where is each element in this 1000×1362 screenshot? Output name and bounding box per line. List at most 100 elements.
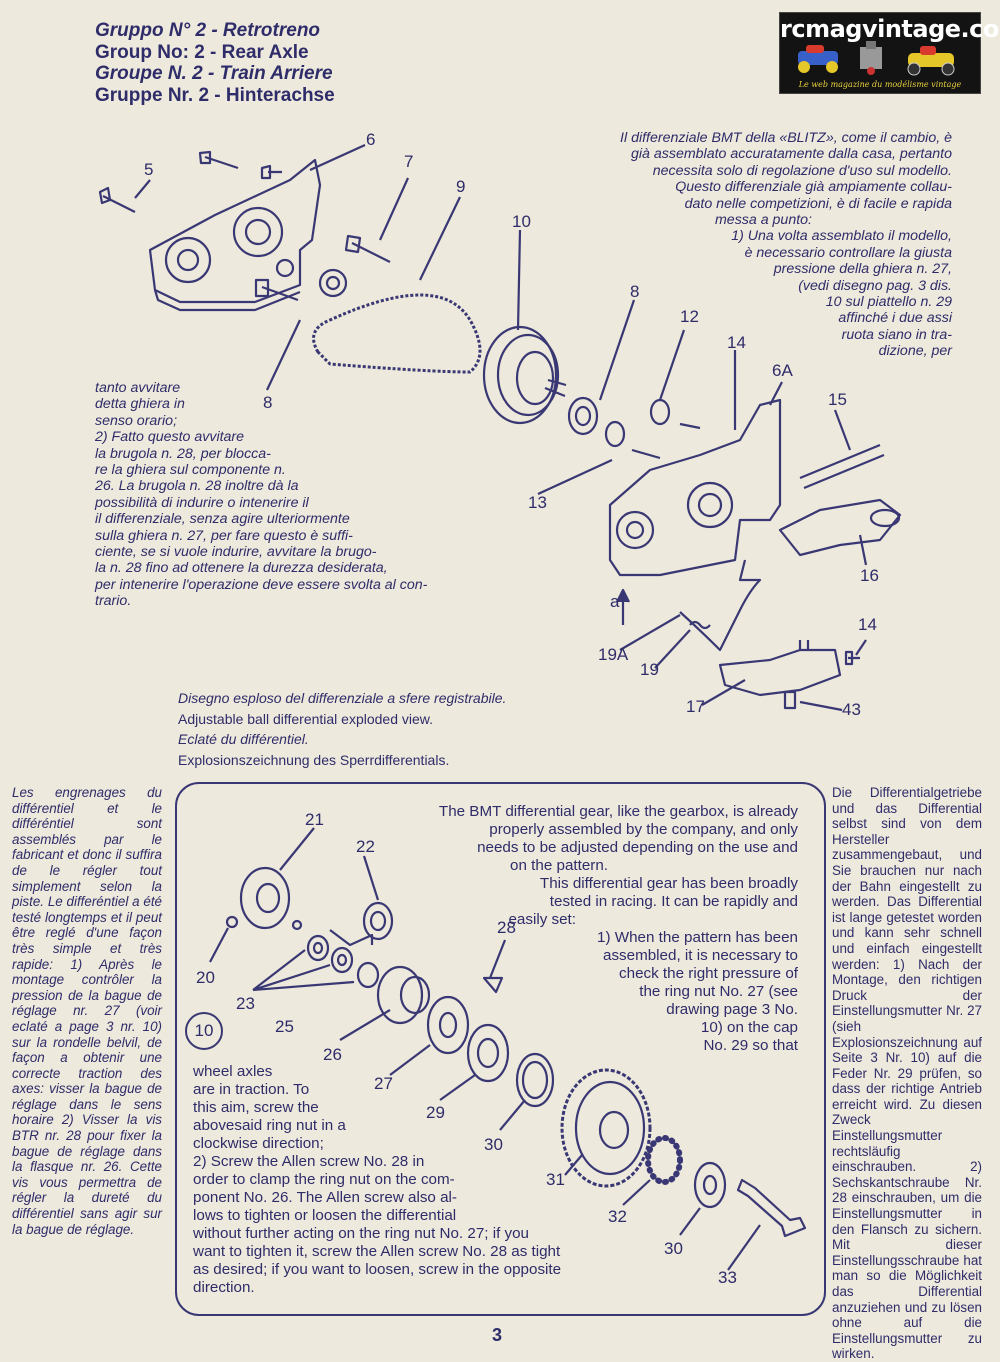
text-line: drawing page 3 No. [666,1001,798,1018]
text-line: il differenziale, senza agire ulteriorme… [95,511,350,528]
english-text-bottom: wheel axles are in traction. To this aim… [193,1063,633,1297]
text-line: Questo differenziale già ampiamente coll… [675,179,952,196]
part-label: 6 [366,130,376,149]
text-line: ciente, se si vuole indurire, avvitare l… [95,544,377,561]
text-line: la brugola n. 28, per blocca- [95,445,271,462]
text-line: re la ghiera sul componente n. [95,462,286,479]
text-line: già assemblato accuratamente dalla casa,… [631,146,952,163]
part-label: 16 [860,566,879,585]
part-label: 22 [356,837,375,856]
italian-text-top: Il differenziale BMT della «BLITZ», come… [540,130,952,360]
text-line: necessita solo di regolazione d'uso sul … [652,162,952,179]
site-logo[interactable]: rcmagvintage.com Le web magazine du modé… [779,12,1000,94]
differential-instruction-box [175,782,826,1316]
text-line: ponent No. 26. The Allen screw also al- [193,1189,457,1206]
text-line: 10) on the cap [700,1019,798,1036]
part-label: 27 [374,1074,393,1093]
part-label: 8 [263,393,273,412]
text-line: without further acting on the ring nut N… [193,1225,530,1242]
caption-de: Explosionszeichnung des Sperrdifferentia… [178,751,450,768]
text-line: dato nelle competizioni, è di facile e r… [684,195,952,212]
part-label: 14 [727,333,746,352]
text-line: sulla ghiera n. 27, per fare questo è su… [95,527,353,544]
text-line: è necessario controllare la giusta [744,244,952,261]
text-line: the ring nut No. 27 (see [639,983,798,1000]
text-line: 26. La brugola n. 28 inoltre dà la [95,478,299,495]
title-en: Group No: 2 - Rear Axle [95,41,309,63]
text-line: possibilità di indurire o intenerire il [95,494,309,511]
caption-it: Disegno esploso del differenziale a sfer… [178,690,507,706]
text-line: on the pattern. [510,857,608,874]
text-line: tanto avvitare [95,380,181,396]
part-label: 12 [680,307,699,326]
text-line: detta ghiera in [95,396,185,413]
text-line: lows to tighten or loosen the differenti… [193,1207,457,1224]
section-titles: Gruppo N° 2 - Retrotreno Group No: 2 - R… [95,20,335,106]
title-fr: Groupe N. 2 - Train Arriere [95,63,333,84]
text-line: 2) Screw the Allen screw No. 28 in [193,1153,425,1170]
text-line: properly assembled by the company, and o… [489,821,798,838]
caption-en: Adjustable ball differential exploded vi… [178,710,434,727]
part-label: 6A [772,361,793,380]
logo-title: rcmagvintage.com [780,15,1000,43]
text-line: direction. [193,1279,255,1296]
part-label: 26 [323,1045,342,1064]
title-it: Gruppo N° 2 - Retrotreno [95,20,321,41]
text-line: affinché i due assi [838,310,952,327]
page-number: 3 [492,1325,503,1345]
text-line: ruota siano in tra- [841,326,952,343]
part-label: 7 [404,152,414,171]
text-line: per intenerire l'operazione deve essere … [95,576,428,593]
text-line: senso orario; [95,412,178,429]
french-text: Les engrenages du différentiel et le dif… [12,785,162,1237]
text-line: as desired; if you want to loosen, screw… [193,1261,562,1278]
part-label: 21 [305,810,324,829]
part-label: a [610,592,620,611]
part-label: 30 [484,1135,503,1154]
part-label: 28 [497,918,516,937]
text-line: order to clamp the ring nut on the com- [193,1171,455,1188]
italian-text-continued: tanto avvitare detta ghiera in senso ora… [95,380,485,610]
part-label: 19 [640,660,659,679]
text-line: The BMT differential gear, like the gear… [438,803,798,820]
text-line: easily set: [508,911,576,928]
text-line: messa a punto: [714,212,812,229]
text-line: No. 29 so that [703,1037,798,1054]
part-label: 29 [426,1103,445,1122]
text-line: 1) When the pattern has been [597,929,798,946]
text-line: Il differenziale BMT della «BLITZ», come… [620,130,952,146]
title-de: Gruppe Nr. 2 - Hinterachse [95,84,335,106]
part-label: 8 [630,282,640,301]
text-line: check the right pressure of [619,965,798,982]
part-label: 33 [718,1268,737,1287]
figure-number: 10 [185,1012,223,1050]
text-line: want to tighten it, screw the Allen scre… [193,1243,561,1260]
part-label: 14 [858,615,877,634]
text-line: 1) Una volta assemblato il modello, [731,228,952,245]
text-line: This differential gear has been broadly [539,875,798,892]
part-label: 25 [275,1017,294,1036]
part-label: 23 [236,994,255,1013]
text-line: assembled, it is necessary to [603,947,798,964]
text-line: pressione della ghiera n. 27, [773,261,952,278]
text-line: wheel axles [193,1063,273,1080]
part-label: 19A [598,645,629,664]
text-line: are in traction. To [193,1081,310,1098]
text-line: needs to be adjusted depending on the us… [477,839,798,856]
part-label: 17 [686,697,705,716]
part-label: 30 [664,1239,683,1258]
figure-caption: Disegno esploso del differenziale a sfer… [178,688,506,770]
text-line: 10 sul piattello n. 29 [825,294,952,311]
text-line: la n. 28 fino ad ottenere la durezza des… [95,560,388,577]
text-line: this aim, screw the [193,1099,319,1116]
text-line: clockwise direction; [193,1135,324,1152]
logo-subtitle: Le web magazine du modélisme vintage [798,80,962,89]
german-text: Die Differentialgetriebe und das Differe… [832,785,982,1362]
part-label: 5 [144,160,154,179]
part-label: 20 [196,968,215,987]
text-line: tested in racing. It can be rapidly and [549,893,798,910]
part-label: 31 [546,1170,565,1189]
part-label: 32 [608,1207,627,1226]
part-label: 9 [456,177,466,196]
